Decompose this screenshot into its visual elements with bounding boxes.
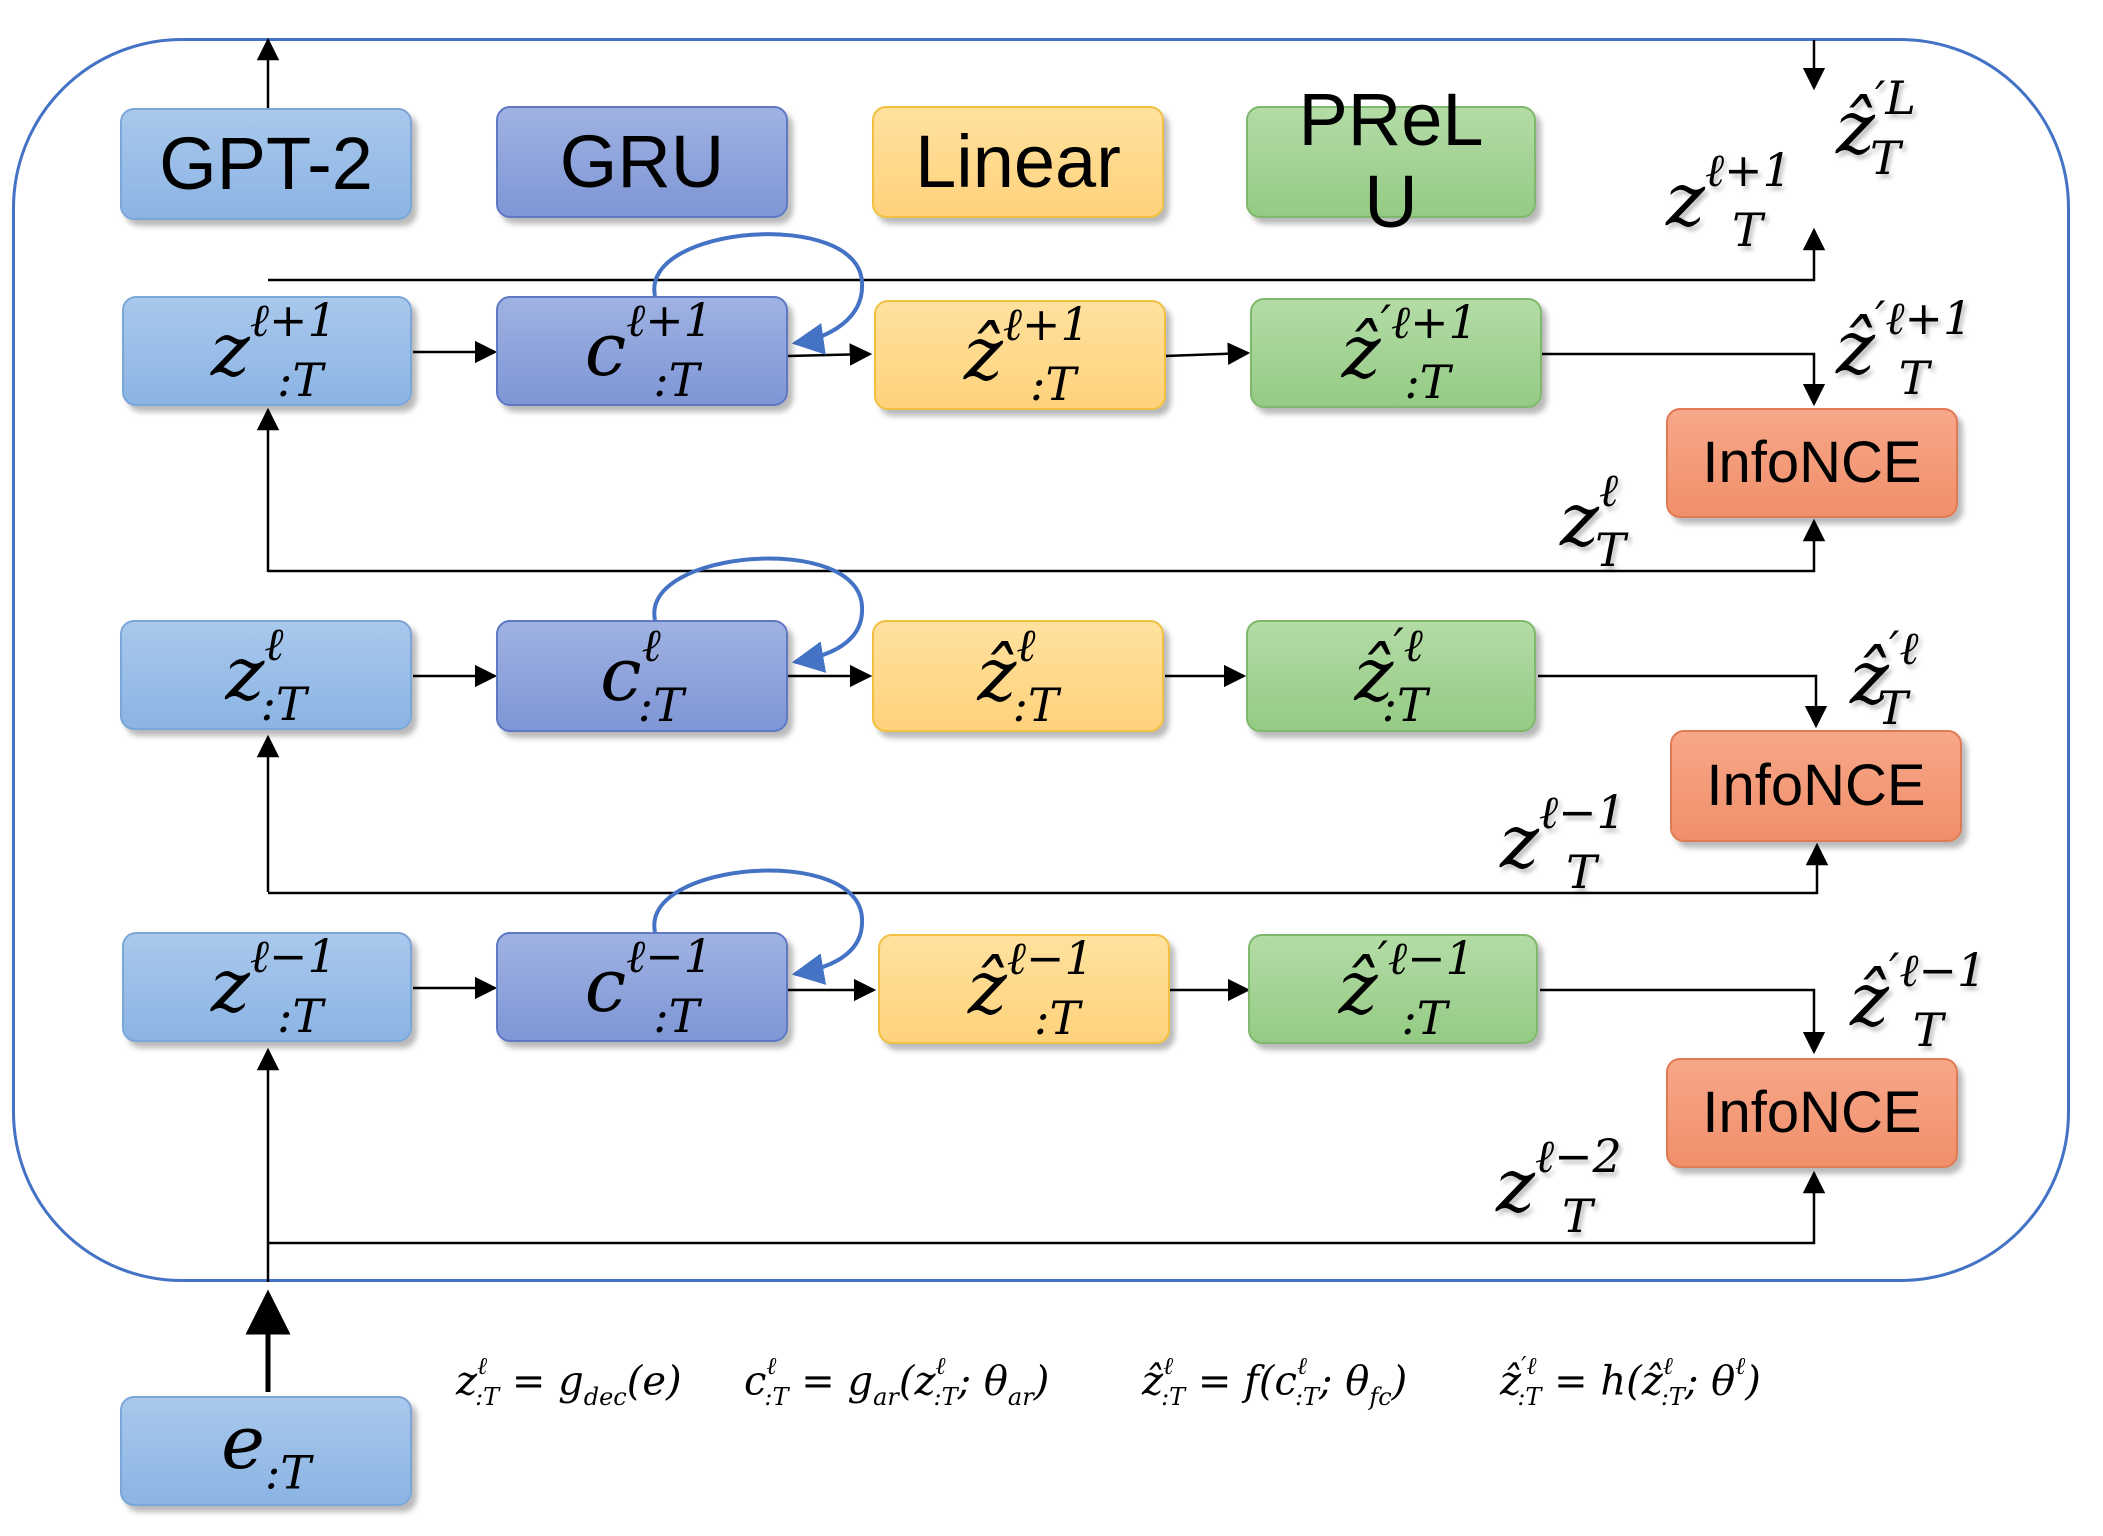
c-row2-base: c bbox=[600, 632, 642, 719]
equation-autoregressive: cℓ:T = gar(zℓ:T; θar) bbox=[744, 1352, 1050, 1412]
z-row2-base: z bbox=[225, 631, 265, 718]
label-pred-row2: ẑ′ℓT bbox=[1850, 621, 1919, 735]
box-input-e: e:T bbox=[120, 1396, 412, 1506]
legend-linear-label: Linear bbox=[915, 120, 1121, 203]
zhat-row2-sub: :T bbox=[1012, 677, 1059, 732]
input-sub: :T bbox=[264, 1445, 311, 1500]
label-pred-row3: ẑ′ℓ−1T bbox=[1850, 943, 1987, 1057]
gru-loop-3 bbox=[652, 868, 865, 985]
skip-to-info1 bbox=[268, 518, 1826, 573]
label-zhat-prime-L: ẑ′LT bbox=[1836, 71, 1916, 185]
legend-gru-label: GRU bbox=[559, 120, 725, 203]
infonce-label-2: InfoNCE bbox=[1706, 753, 1926, 818]
c-row1-sup: ℓ+1 bbox=[626, 293, 713, 348]
legend-gru: GRU bbox=[496, 106, 788, 218]
label-pred-row1: ẑ′ℓ+1T bbox=[1836, 291, 1973, 405]
legend-gpt2: GPT-2 bbox=[120, 108, 412, 220]
box-zprime-row2: ẑ′ℓ:T bbox=[1246, 620, 1536, 732]
infonce-label-3: InfoNCE bbox=[1702, 1080, 1922, 1145]
legend-linear: Linear bbox=[872, 106, 1164, 218]
zprime-row1-sub: :T bbox=[1404, 354, 1451, 409]
zhat-row3-sup: ℓ−1 bbox=[1006, 931, 1094, 986]
z-row2-sub: :T bbox=[260, 676, 307, 731]
equation-decoder: zℓ:T = gdec(e) bbox=[456, 1352, 682, 1412]
zprime-row1-base: ẑ bbox=[1341, 309, 1381, 396]
zprime-row2-sub: :T bbox=[1381, 677, 1428, 732]
box-zprime-row1: ẑ′ℓ+1:T bbox=[1250, 298, 1542, 408]
zhat-row1-sup: ℓ+1 bbox=[1002, 297, 1090, 352]
box-zhat-row2: ẑℓ:T bbox=[872, 620, 1164, 732]
input-base: e bbox=[221, 1399, 265, 1486]
gru-loop-2 bbox=[652, 556, 865, 673]
infonce-box-3: InfoNCE bbox=[1666, 1058, 1958, 1168]
zhat-row2-sup: ℓ bbox=[1016, 618, 1036, 673]
infonce-label-1: InfoNCE bbox=[1702, 430, 1922, 495]
c-row2-sup: ℓ bbox=[641, 618, 661, 673]
infonce-box-1: InfoNCE bbox=[1666, 408, 1958, 518]
box-c-row2: cℓ:T bbox=[496, 620, 788, 732]
box-z-row3: zℓ−1:T bbox=[122, 932, 412, 1042]
infonce-box-2: InfoNCE bbox=[1670, 730, 1962, 842]
c-row2-sub: :T bbox=[637, 677, 684, 732]
zhat-row3-base: ẑ bbox=[967, 945, 1007, 1032]
label-z-next: zℓ+1T bbox=[1666, 143, 1792, 257]
box-zhat-row1: ẑℓ+1:T bbox=[874, 300, 1166, 410]
zhat-row1-sub: :T bbox=[1030, 356, 1077, 411]
arrow-zp3-info3 bbox=[1540, 988, 1826, 1055]
zprime-row2-sup: ′ℓ bbox=[1393, 618, 1423, 673]
zprime-row2-base: ẑ bbox=[1354, 632, 1394, 719]
skip-to-info2 bbox=[268, 842, 1829, 895]
box-zprime-row3: ẑ′ℓ−1:T bbox=[1248, 934, 1538, 1044]
zprime-row3-sub: :T bbox=[1401, 990, 1448, 1045]
c-row1-sub: :T bbox=[653, 352, 700, 407]
c-row3-sup: ℓ−1 bbox=[626, 929, 713, 984]
arrow-c1-zh1 bbox=[787, 343, 873, 366]
box-z-row1: zℓ+1:T bbox=[122, 296, 412, 406]
zprime-row1-sup: ′ℓ+1 bbox=[1380, 295, 1478, 350]
z-row1-sub: :T bbox=[277, 352, 324, 407]
z-row3-sub: :T bbox=[277, 988, 324, 1043]
c-row3-base: c bbox=[584, 943, 627, 1030]
zhat-row3-sub: :T bbox=[1034, 990, 1081, 1045]
gpt2-frame bbox=[12, 38, 2070, 1282]
z-row3-base: z bbox=[210, 943, 250, 1030]
box-zhat-row3: ẑℓ−1:T bbox=[878, 934, 1170, 1044]
label-target-row3: zℓ−2T bbox=[1496, 1129, 1622, 1243]
legend-gpt2-label: GPT-2 bbox=[159, 122, 373, 205]
zprime-row3-base: ẑ bbox=[1338, 945, 1378, 1032]
arrow-zh1-zp1 bbox=[1164, 342, 1251, 365]
z-row3-sup: ℓ−1 bbox=[249, 929, 337, 984]
z-row1-base: z bbox=[210, 307, 250, 394]
zhat-row2-base: ẑ bbox=[977, 632, 1017, 719]
box-c-row3: cℓ−1:T bbox=[496, 932, 788, 1042]
label-target-row2: zℓ−1T bbox=[1500, 785, 1626, 899]
label-target-row1: zℓT bbox=[1560, 463, 1626, 577]
zprime-row3-sup: ′ℓ−1 bbox=[1377, 931, 1475, 986]
zhat-row1-base: ẑ bbox=[963, 311, 1003, 398]
skip-to-info3 bbox=[268, 1170, 1826, 1245]
box-z-row2: zℓ:T bbox=[120, 620, 412, 730]
z-row2-sup: ℓ bbox=[264, 617, 284, 672]
z-row1-sup: ℓ+1 bbox=[249, 293, 337, 348]
legend-prelu: PReL U bbox=[1246, 83, 1536, 239]
arrow-zp1-info1 bbox=[1542, 352, 1826, 407]
legend-prelu-line2: U bbox=[1364, 160, 1418, 243]
skip-to-top-label bbox=[268, 227, 1826, 282]
equation-projection: ẑ′ℓ:T = h(ẑℓ:T; θℓ) bbox=[1500, 1352, 1761, 1412]
arrow-zp2-info2 bbox=[1538, 674, 1828, 729]
c-row1-base: c bbox=[584, 307, 627, 394]
gru-loop-1 bbox=[652, 232, 865, 355]
c-row3-sub: :T bbox=[653, 988, 700, 1043]
equation-linear: ẑℓ:T = f(cℓ:T; θfc) bbox=[1142, 1352, 1408, 1412]
legend-prelu-line1: PReL bbox=[1298, 78, 1484, 161]
box-c-row1: cℓ+1:T bbox=[496, 296, 788, 406]
